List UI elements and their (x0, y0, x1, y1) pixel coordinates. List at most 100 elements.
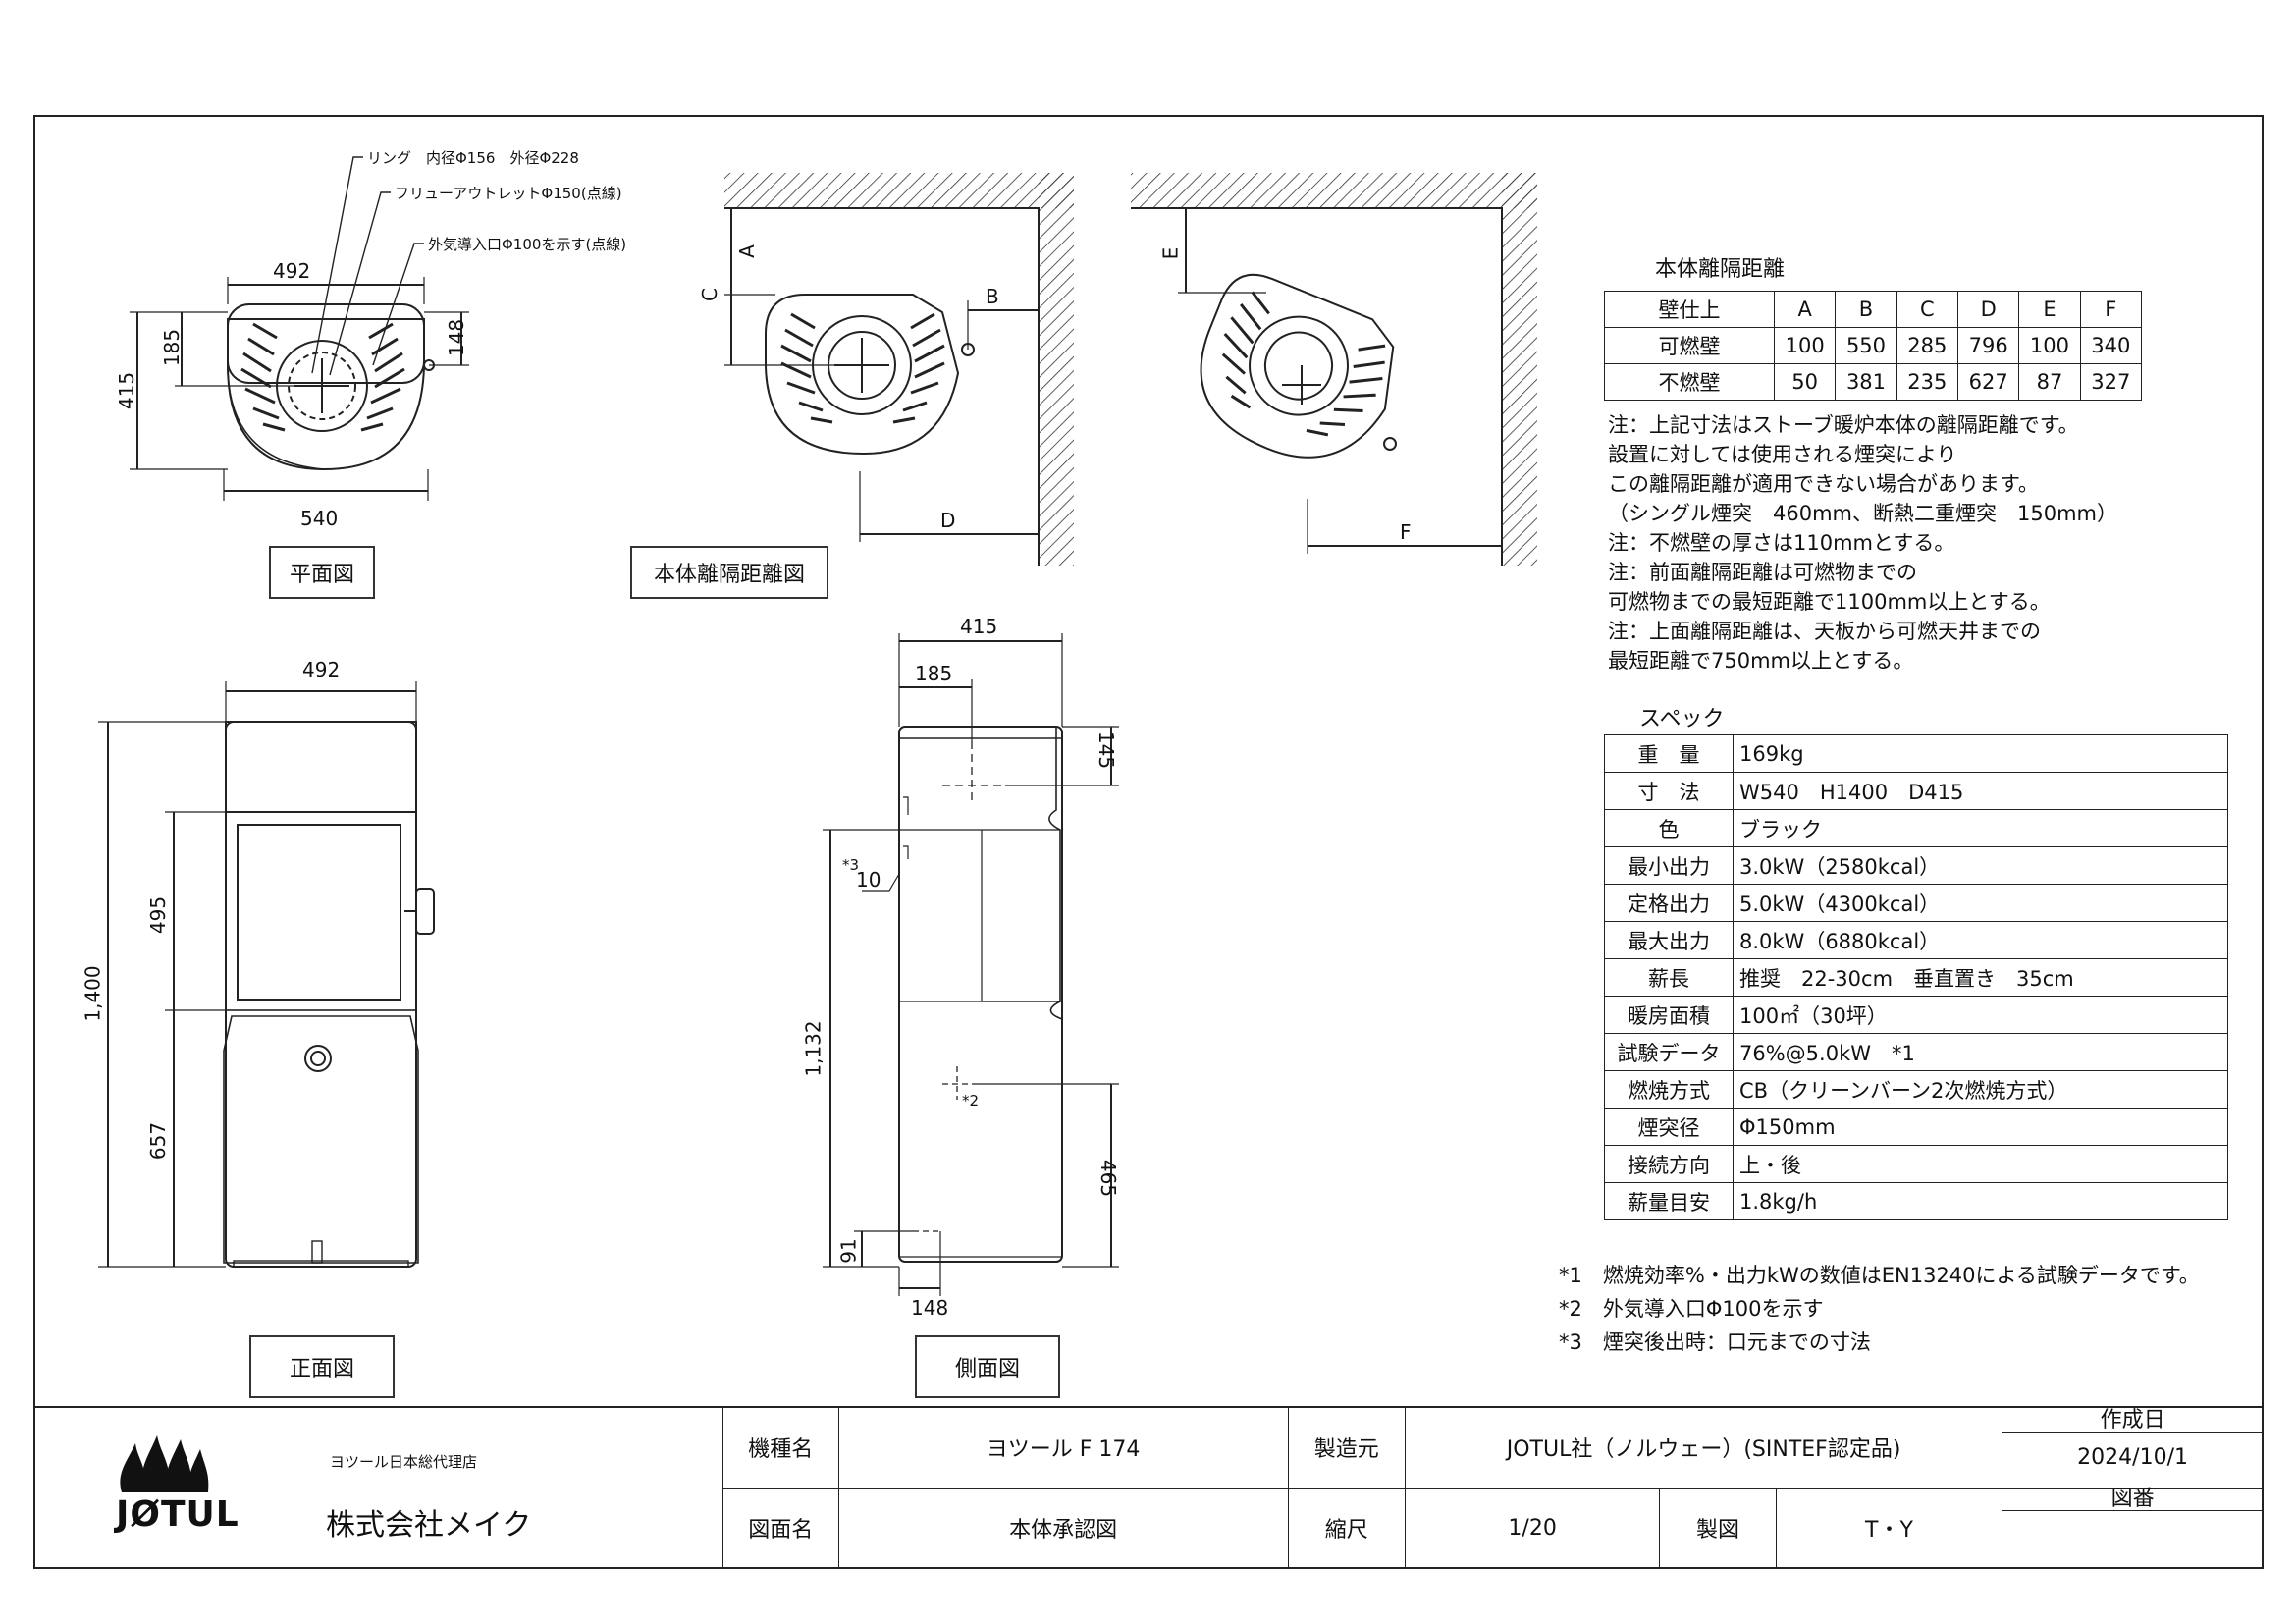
clearance-diagram-corner (724, 173, 1074, 566)
spec-key: 煙突径 (1604, 1108, 1734, 1146)
clearance-header-cell: A (1773, 291, 1837, 328)
table-cell: 796 (1956, 327, 2020, 364)
spec-key: 接続方向 (1604, 1145, 1734, 1183)
created-label: 作成日 (2002, 1410, 2263, 1434)
flue-callout: フリューアウトレットΦ150(点線) (395, 185, 622, 202)
clearance-label-d: D (940, 509, 956, 532)
clearance-label-e: E (1158, 246, 1183, 260)
number-cell: 図番 (2002, 1487, 2264, 1569)
table-cell: 327 (2079, 363, 2143, 401)
scale-label: 縮尺 (1287, 1487, 1407, 1569)
front-view (98, 681, 435, 1268)
clearance-label-c: C (697, 288, 721, 301)
footnote-line: *3 煙突後出時：口元までの寸法 (1559, 1330, 1871, 1354)
note-line: （シングル煙突 460mm、断熱二重煙突 150mm） (1608, 502, 2117, 525)
footnote-line: *1 燃焼効率%・出力kWの数値はEN13240による試験データです。 (1559, 1264, 2200, 1287)
spec-key: 試験データ (1604, 1033, 1734, 1071)
note-line: 最短距離で750mm以上とする。 (1608, 649, 1914, 673)
plan-view-title: 平面図 (269, 546, 375, 599)
side-dim-center: 185 (915, 662, 953, 685)
side-note3-mark: *3 (842, 856, 860, 874)
plan-dim-left-outer: 415 (115, 371, 139, 410)
created-value: 2024/10/1 (2077, 1445, 2188, 1471)
clearance-diagram-angled (1131, 173, 1537, 566)
table-cell: 627 (1956, 363, 2020, 401)
clearance-header-cell: E (2018, 291, 2081, 328)
front-dim-height: 1,400 (80, 965, 105, 1022)
drafter-value: T・Y (1775, 1487, 2003, 1569)
spec-key: 薪量目安 (1604, 1182, 1734, 1220)
title-block-table: 機種名 ヨツール F 174 製造元 JOTUL社（ノルウェー）(SINTEF認… (722, 1406, 2264, 1569)
plan-dim-left-inner: 185 (160, 328, 185, 367)
side-view (823, 633, 1119, 1296)
plan-view (130, 156, 469, 501)
table-cell: 可燃壁 (1604, 327, 1775, 364)
spec-heading: スペック (1639, 707, 1725, 731)
company-name: 株式会社メイク (326, 1508, 532, 1543)
clearance-header-cell: B (1835, 291, 1897, 328)
table-cell: 340 (2079, 327, 2143, 364)
clearance-header-cell: 壁仕上 (1604, 291, 1775, 328)
side-note2-mark: *2 (962, 1092, 980, 1110)
table-cell: 381 (1835, 363, 1897, 401)
spec-key: 定格出力 (1604, 884, 1734, 922)
scale-value: 1/20 (1405, 1487, 1661, 1569)
table-row: 可燃壁 100 550 285 796 100 340 (1604, 327, 2143, 364)
clearance-label-a: A (734, 244, 759, 258)
table-row: 薪長推奨 22-30cm 垂直置き 35cm (1604, 958, 2228, 997)
plan-dim-right: 148 (445, 318, 469, 357)
spec-value: 8.0kW（6880kcal） (1733, 921, 2228, 959)
spec-key: 暖房面積 (1604, 996, 1734, 1034)
clearance-diagram-title: 本体離隔距離図 (630, 546, 828, 599)
model-label: 機種名 (722, 1406, 839, 1489)
front-dim-width: 492 (302, 658, 341, 681)
plan-dim-top: 492 (273, 259, 311, 283)
note-line: 注：前面離隔距離は可燃物までの (1608, 561, 1917, 584)
drafter-label: 製図 (1659, 1487, 1777, 1569)
clearance-header-cell: F (2079, 291, 2143, 328)
spec-value: 3.0kW（2580kcal） (1733, 846, 2228, 885)
spec-value: 100㎡（30坪） (1733, 996, 2228, 1034)
spec-value: Φ150mm (1733, 1108, 2228, 1146)
drawing-label: 図面名 (722, 1487, 839, 1569)
table-cell: 50 (1773, 363, 1837, 401)
model-value: ヨツール F 174 (837, 1406, 1289, 1489)
front-dim-upper: 495 (146, 895, 171, 935)
agency-label: ヨツール日本総代理店 (330, 1453, 478, 1471)
spec-value: 76%@5.0kW *1 (1733, 1033, 2228, 1071)
note-line: 可燃物までの最短距離で1100mm以上とする。 (1608, 590, 2051, 614)
side-dim-bottom-height: 91 (836, 1238, 861, 1264)
clearance-table-heading: 本体離隔距離 (1655, 257, 1786, 282)
spec-value: CB（クリーンバーン2次燃焼方式） (1733, 1070, 2228, 1109)
side-dim-top-offset: 145 (1095, 731, 1119, 770)
note-line: 注：不燃壁の厚さは110mmとする。 (1608, 531, 1955, 555)
maker-value: JOTUL社（ノルウェー）(SINTEF認定品) (1405, 1406, 2003, 1489)
front-dim-lower: 657 (146, 1121, 171, 1161)
table-row: 色ブラック (1604, 809, 2228, 847)
table-cell: 不燃壁 (1604, 363, 1775, 401)
table-row: 接続方向上・後 (1604, 1145, 2228, 1183)
spec-value: 推奨 22-30cm 垂直置き 35cm (1733, 958, 2228, 997)
table-cell: 100 (1773, 327, 1837, 364)
spec-value: 5.0kW（4300kcal） (1733, 884, 2228, 922)
front-view-title: 正面図 (249, 1335, 395, 1398)
table-cell: 550 (1835, 327, 1897, 364)
side-dim-rear-offset: 10 (856, 868, 881, 892)
table-row: 機種名 ヨツール F 174 製造元 JOTUL社（ノルウェー）(SINTEF認… (722, 1406, 2264, 1489)
clearance-header-cell: C (1896, 291, 1958, 328)
spec-value: 169kg (1733, 734, 2228, 773)
table-cell: 235 (1896, 363, 1958, 401)
spec-value: 上・後 (1733, 1145, 2228, 1183)
footnote-line: *2 外気導入口Φ100を示す (1559, 1297, 1824, 1321)
spec-value: W540 H1400 D415 (1733, 772, 2228, 810)
